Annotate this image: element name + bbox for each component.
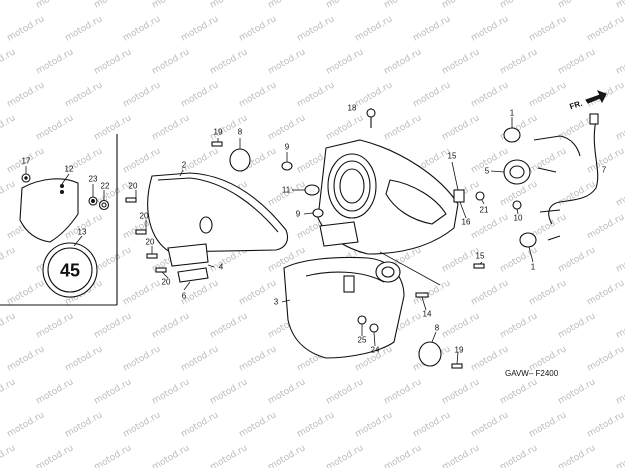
callout-20: 20: [161, 277, 171, 287]
signal-body-part-5: [503, 159, 531, 185]
screw-part-19b: [451, 363, 463, 369]
side-cover-hole: [199, 216, 213, 234]
callout-21: 21: [479, 205, 489, 215]
tail-lens-spiral: [327, 153, 377, 219]
bulb-part-9-upper: [281, 161, 293, 171]
callout-4: 4: [218, 262, 224, 272]
callout-19: 19: [454, 345, 464, 355]
signal-lens-part-1-upper: [503, 127, 521, 143]
callout-24: 24: [370, 345, 380, 355]
clip-part-16: [453, 189, 465, 203]
license-lamp-part-4: [167, 243, 209, 267]
callout-15: 15: [447, 151, 457, 161]
callout-10: 10: [513, 213, 523, 223]
side-cover-inner-edge: [157, 177, 279, 233]
callout-17: 17: [21, 156, 31, 166]
tail-lens-spiral: [333, 160, 371, 212]
tail-housing-lower: [319, 221, 359, 247]
nut-part-24: [369, 323, 379, 333]
plate-bracket-part-12: [19, 178, 79, 243]
washer-hole: [101, 202, 107, 208]
nut-hole: [91, 199, 95, 203]
bulb-part-11: [304, 184, 320, 196]
callout-14: 14: [422, 309, 432, 319]
bolt-part-18: [366, 108, 376, 118]
screw-head-dot: [24, 176, 28, 180]
callout-7: 7: [601, 165, 607, 175]
speed-badge-inner-ring: [47, 247, 93, 293]
wiring-harness-part-7: [533, 119, 599, 241]
callout-20: 20: [139, 211, 149, 221]
screw-part-20a: [125, 197, 137, 203]
signal-body-inner: [509, 165, 525, 179]
callout-8: 8: [434, 323, 440, 333]
tail-housing-window: [385, 179, 447, 225]
lamp-lens-part-6: [177, 267, 209, 283]
tail-lens-spiral: [339, 168, 365, 204]
callout-20: 20: [145, 237, 155, 247]
plate-hole: [60, 190, 64, 194]
bulb-part-9-lower: [312, 208, 324, 218]
screw-part-20d: [155, 267, 167, 273]
callout-13: 13: [77, 227, 87, 237]
callout-1: 1: [530, 262, 536, 272]
callout-1: 1: [509, 108, 515, 118]
speed-badge-part-13: [42, 242, 98, 298]
fender-crease: [305, 271, 385, 283]
screw-part-20b: [135, 229, 147, 235]
callout-3: 3: [273, 297, 279, 307]
nut-part-25: [357, 315, 367, 325]
callout-9: 9: [284, 142, 290, 152]
front-direction-arrow: [585, 90, 607, 104]
callout-8: 8: [237, 127, 243, 137]
connector-plug: [589, 113, 599, 125]
fender-tab: [343, 275, 355, 293]
signal-lens-part-1-lower: [519, 232, 537, 248]
diagram-code: GAVW– F2400: [505, 369, 559, 378]
callout-19: 19: [213, 127, 223, 137]
plate-hole: [60, 184, 64, 188]
cap-part-8-upper: [229, 148, 251, 172]
screw-part-19a: [211, 141, 223, 147]
callout-12: 12: [64, 164, 74, 174]
leader-lines: [25, 108, 534, 365]
callout-9: 9: [295, 209, 301, 219]
callout-15: 15: [475, 251, 485, 261]
screw-part-20c: [146, 253, 158, 259]
speed-badge-text: 45: [59, 260, 81, 281]
bolt-part-14: [415, 292, 429, 298]
callout-20: 20: [128, 181, 138, 191]
callout-6: 6: [181, 291, 187, 301]
callout-18: 18: [347, 103, 357, 113]
bolt-part-15b: [473, 263, 485, 269]
bulb-part-10: [512, 200, 522, 210]
screw-part-21: [475, 191, 485, 201]
side-cover-part-2: [147, 172, 289, 253]
callout-16: 16: [461, 217, 471, 227]
callout-2: 2: [181, 160, 187, 170]
callout-25: 25: [357, 335, 367, 345]
callout-5: 5: [484, 166, 490, 176]
grommet-ring-hole: [381, 266, 395, 278]
callout-22: 22: [100, 181, 110, 191]
callout-23: 23: [88, 174, 98, 184]
cap-part-8-lower: [418, 341, 442, 367]
callout-11: 11: [281, 185, 291, 195]
